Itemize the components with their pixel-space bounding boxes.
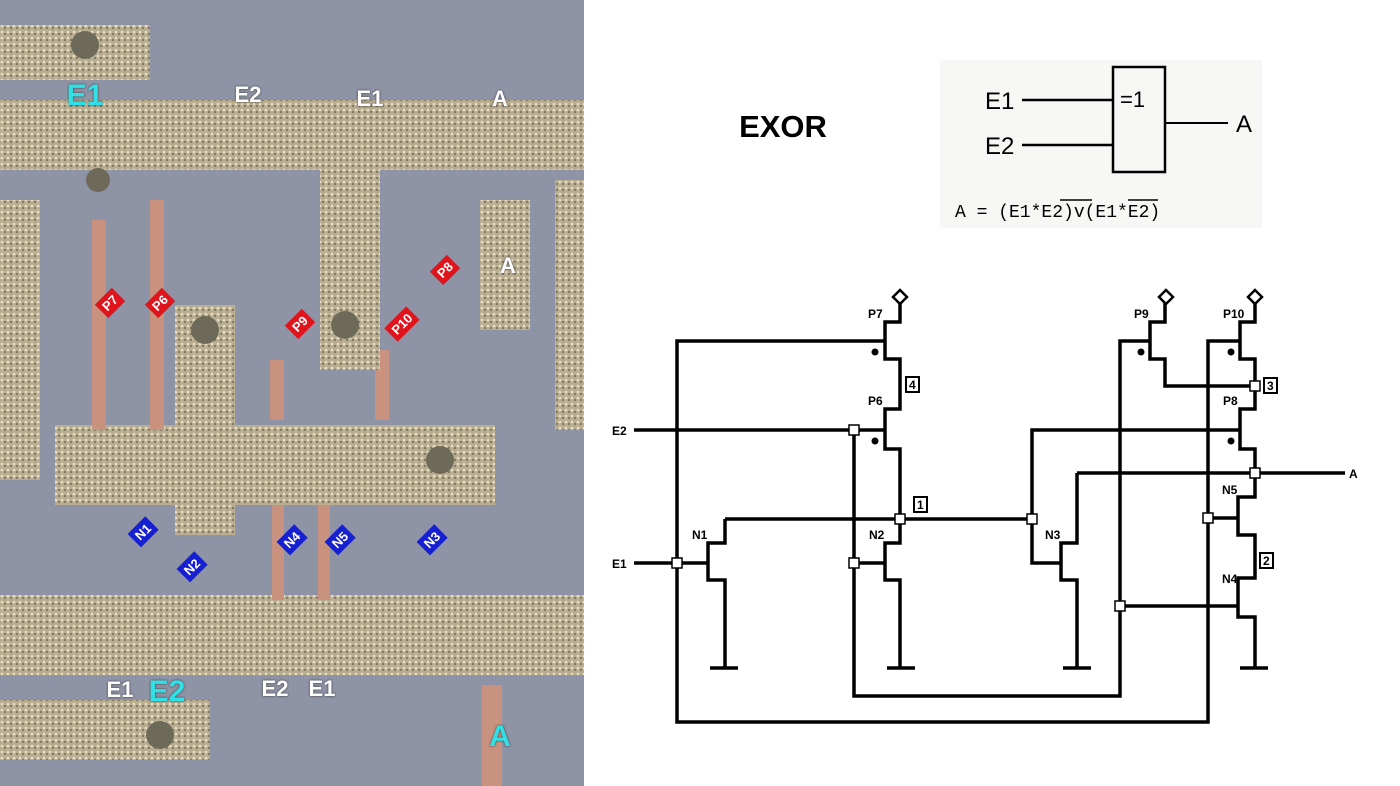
node-1: 1 <box>917 498 924 512</box>
label-p10: P10 <box>1223 307 1245 321</box>
gate-input-e2: E2 <box>985 133 1014 160</box>
die-layout-drawing <box>0 0 584 786</box>
gate-input-e1: E1 <box>985 88 1014 115</box>
label-p7: P7 <box>868 307 883 321</box>
node-3: 3 <box>1267 379 1274 393</box>
label-n2: N2 <box>869 528 885 542</box>
xor-gate-symbol: E1 E2 =1 A A = (E1*E2)v(E1*E2) <box>940 60 1262 228</box>
die-label-e2-bottom: E2 <box>261 676 289 701</box>
die-label-e2-cyan: E2 <box>148 675 186 708</box>
node-boxes: 1 2 3 4 <box>905 376 1278 569</box>
label-n4: N4 <box>1222 572 1238 586</box>
label-n5: N5 <box>1222 483 1238 497</box>
schematic-area: EXOR E1 E2 =1 A A = (E1*E2)v(E1*E2) E2 E… <box>612 60 1358 724</box>
die-label-a-top: A <box>492 86 508 111</box>
transistor-schematic <box>634 302 1345 724</box>
input-e1-label: E1 <box>612 557 627 571</box>
die-label-a-pad: A <box>500 253 516 278</box>
die-label-e1-bottom2: E1 <box>308 676 336 701</box>
label-n3: N3 <box>1045 528 1061 542</box>
die-label-e1-bottom: E1 <box>106 677 134 702</box>
pmos-bubbles <box>871 348 1235 445</box>
label-p8: P8 <box>1223 394 1238 408</box>
label-n1: N1 <box>692 528 708 542</box>
die-label-e2-top: E2 <box>234 82 262 107</box>
junction-contacts <box>671 380 1261 612</box>
page-title: EXOR <box>739 109 827 144</box>
die-label-e1-top: E1 <box>356 86 384 111</box>
input-e2-label: E2 <box>612 424 627 438</box>
schematic-labels: E2 E1 A P7 P6 P9 P10 P8 N1 N2 N3 N5 N4 1… <box>612 307 1358 586</box>
die-label-e1-cyan: E1 <box>66 79 104 112</box>
boolean-formula: A = (E1*E2)v(E1*E2) <box>955 203 1160 223</box>
node-4: 4 <box>909 378 916 392</box>
vdd-diamonds <box>891 288 1264 306</box>
die-micrograph: E1 E2 E1 A A E1 E2 E2 E1 A P7 P6 P9 P10 … <box>0 0 584 786</box>
label-p9: P9 <box>1134 307 1149 321</box>
node-2: 2 <box>1263 554 1270 568</box>
gate-output-a: A <box>1236 111 1252 138</box>
gate-symbol-label: =1 <box>1120 87 1145 112</box>
die-label-a-cyan: A <box>489 720 511 753</box>
label-p6: P6 <box>868 394 883 408</box>
output-a-label: A <box>1349 467 1358 481</box>
